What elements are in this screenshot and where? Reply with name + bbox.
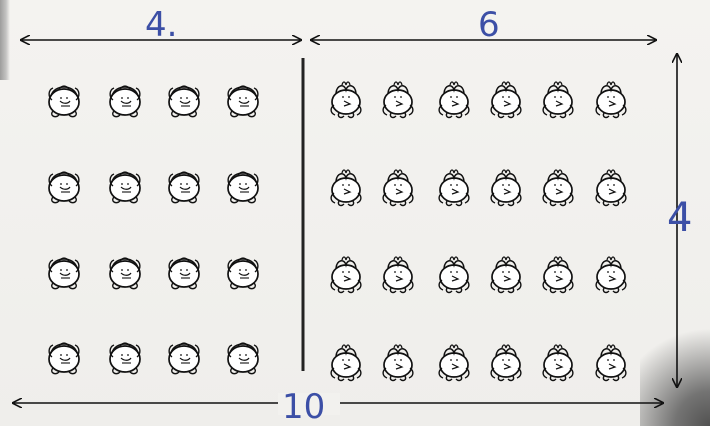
sheep-icon (228, 172, 258, 203)
chicken-icon (596, 345, 626, 380)
chicken-icon (491, 345, 521, 380)
chicken-icon (331, 170, 361, 205)
chicken-icon (543, 82, 573, 117)
chicken-icon (596, 257, 626, 292)
sheep-icon (228, 86, 258, 117)
height-label: 4 (667, 198, 692, 238)
right-animal-grid (331, 82, 626, 380)
left-animal-grid (49, 86, 258, 374)
sheep-icon (49, 172, 79, 203)
chicken-icon (439, 82, 469, 117)
sheep-icon (110, 86, 140, 117)
chicken-icon (596, 82, 626, 117)
chicken-icon (439, 345, 469, 380)
chicken-icon (491, 170, 521, 205)
total-width-label: 10 (282, 390, 325, 424)
chicken-icon (543, 345, 573, 380)
chicken-icon (543, 170, 573, 205)
right-width-label: 6 (478, 8, 500, 42)
sheep-icon (169, 86, 199, 117)
sheep-icon (169, 258, 199, 289)
chicken-icon (383, 82, 413, 117)
chicken-icon (383, 170, 413, 205)
sheep-icon (110, 258, 140, 289)
chicken-icon (331, 257, 361, 292)
chicken-icon (596, 170, 626, 205)
sheep-icon (110, 172, 140, 203)
sheep-icon (169, 172, 199, 203)
chicken-icon (331, 345, 361, 380)
sheep-icon (49, 343, 79, 374)
left-width-label: 4. (145, 8, 177, 42)
chicken-icon (543, 257, 573, 292)
sheep-icon (169, 343, 199, 374)
sheep-icon (49, 258, 79, 289)
chicken-icon (383, 257, 413, 292)
chicken-icon (491, 82, 521, 117)
chicken-icon (439, 257, 469, 292)
sheep-icon (228, 343, 258, 374)
chicken-icon (491, 257, 521, 292)
chicken-icon (331, 82, 361, 117)
sheep-icon (49, 86, 79, 117)
chicken-icon (383, 345, 413, 380)
sheep-icon (228, 258, 258, 289)
sheep-icon (110, 343, 140, 374)
chicken-icon (439, 170, 469, 205)
